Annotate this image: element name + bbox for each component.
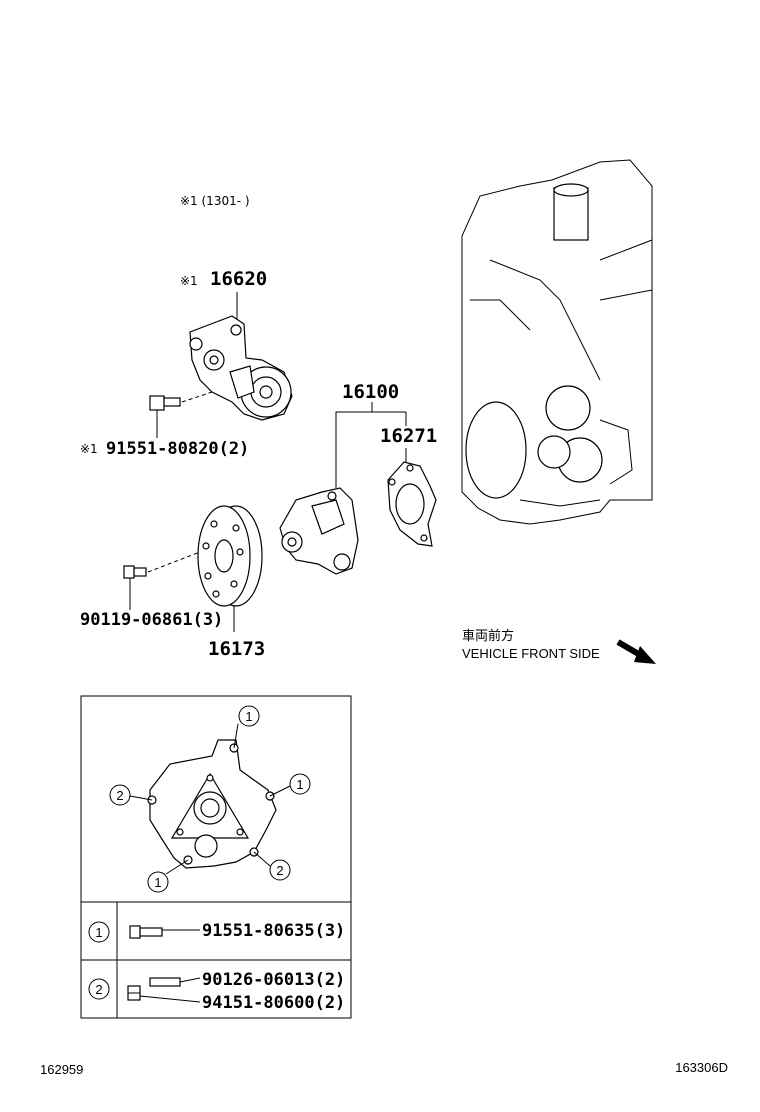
- row1-number: 1: [95, 925, 102, 940]
- gasket-drawing: [387, 461, 437, 547]
- arrow-right-down-icon: [616, 639, 656, 664]
- footer-right-code: 163306D: [675, 1060, 728, 1075]
- pulley-drawing: [197, 505, 263, 607]
- callout-1b: 1: [296, 777, 303, 792]
- row2-part-number-a: 90126-06013(2): [202, 970, 345, 990]
- water-pump-drawing: [279, 487, 359, 575]
- engine-block-drawing: [461, 159, 653, 525]
- stud-icon: [149, 977, 181, 987]
- callout-1c: 1: [154, 875, 161, 890]
- tensioner-drawing: [189, 315, 293, 421]
- pulley-bolt-drawing: [123, 551, 201, 579]
- tensioner-mark: ※1: [180, 274, 198, 288]
- callout-circle: [238, 705, 260, 727]
- tensioner-bolt-mark: ※1: [80, 442, 98, 456]
- direction-jp: 車両前方: [462, 628, 514, 643]
- pulley-part-number: 16173: [208, 638, 265, 660]
- callout-2a: 2: [116, 788, 123, 803]
- direction-en: VEHICLE FRONT SIDE: [462, 646, 600, 661]
- nut-icon: [127, 985, 141, 1001]
- water-pump-part-number: 16100: [342, 381, 399, 403]
- callout-1a: 1: [245, 709, 252, 724]
- inset-box: 1 2 1 2 1 1 91551-80635(3) 2 90126-06013…: [80, 695, 352, 1019]
- callout-2b: 2: [276, 863, 283, 878]
- tensioner-part-number: 16620: [210, 268, 267, 290]
- gasket-part-number: 16271: [380, 425, 437, 447]
- row1-part-number: 91551-80635(3): [202, 921, 345, 941]
- water-pump-leader: [335, 402, 373, 488]
- row2-number: 2: [95, 982, 102, 997]
- row2-part-number-b: 94151-80600(2): [202, 993, 345, 1013]
- pulley-bolt-part-number: 90119-06861(3): [80, 610, 223, 630]
- tensioner-bolt-drawing: [149, 391, 213, 411]
- bolt-icon: [129, 925, 163, 939]
- footer-left-code: 162959: [40, 1062, 83, 1077]
- note-range: ※1 (1301- ): [180, 194, 250, 208]
- tensioner-bolt-part-number: 91551-80820(2): [106, 439, 249, 459]
